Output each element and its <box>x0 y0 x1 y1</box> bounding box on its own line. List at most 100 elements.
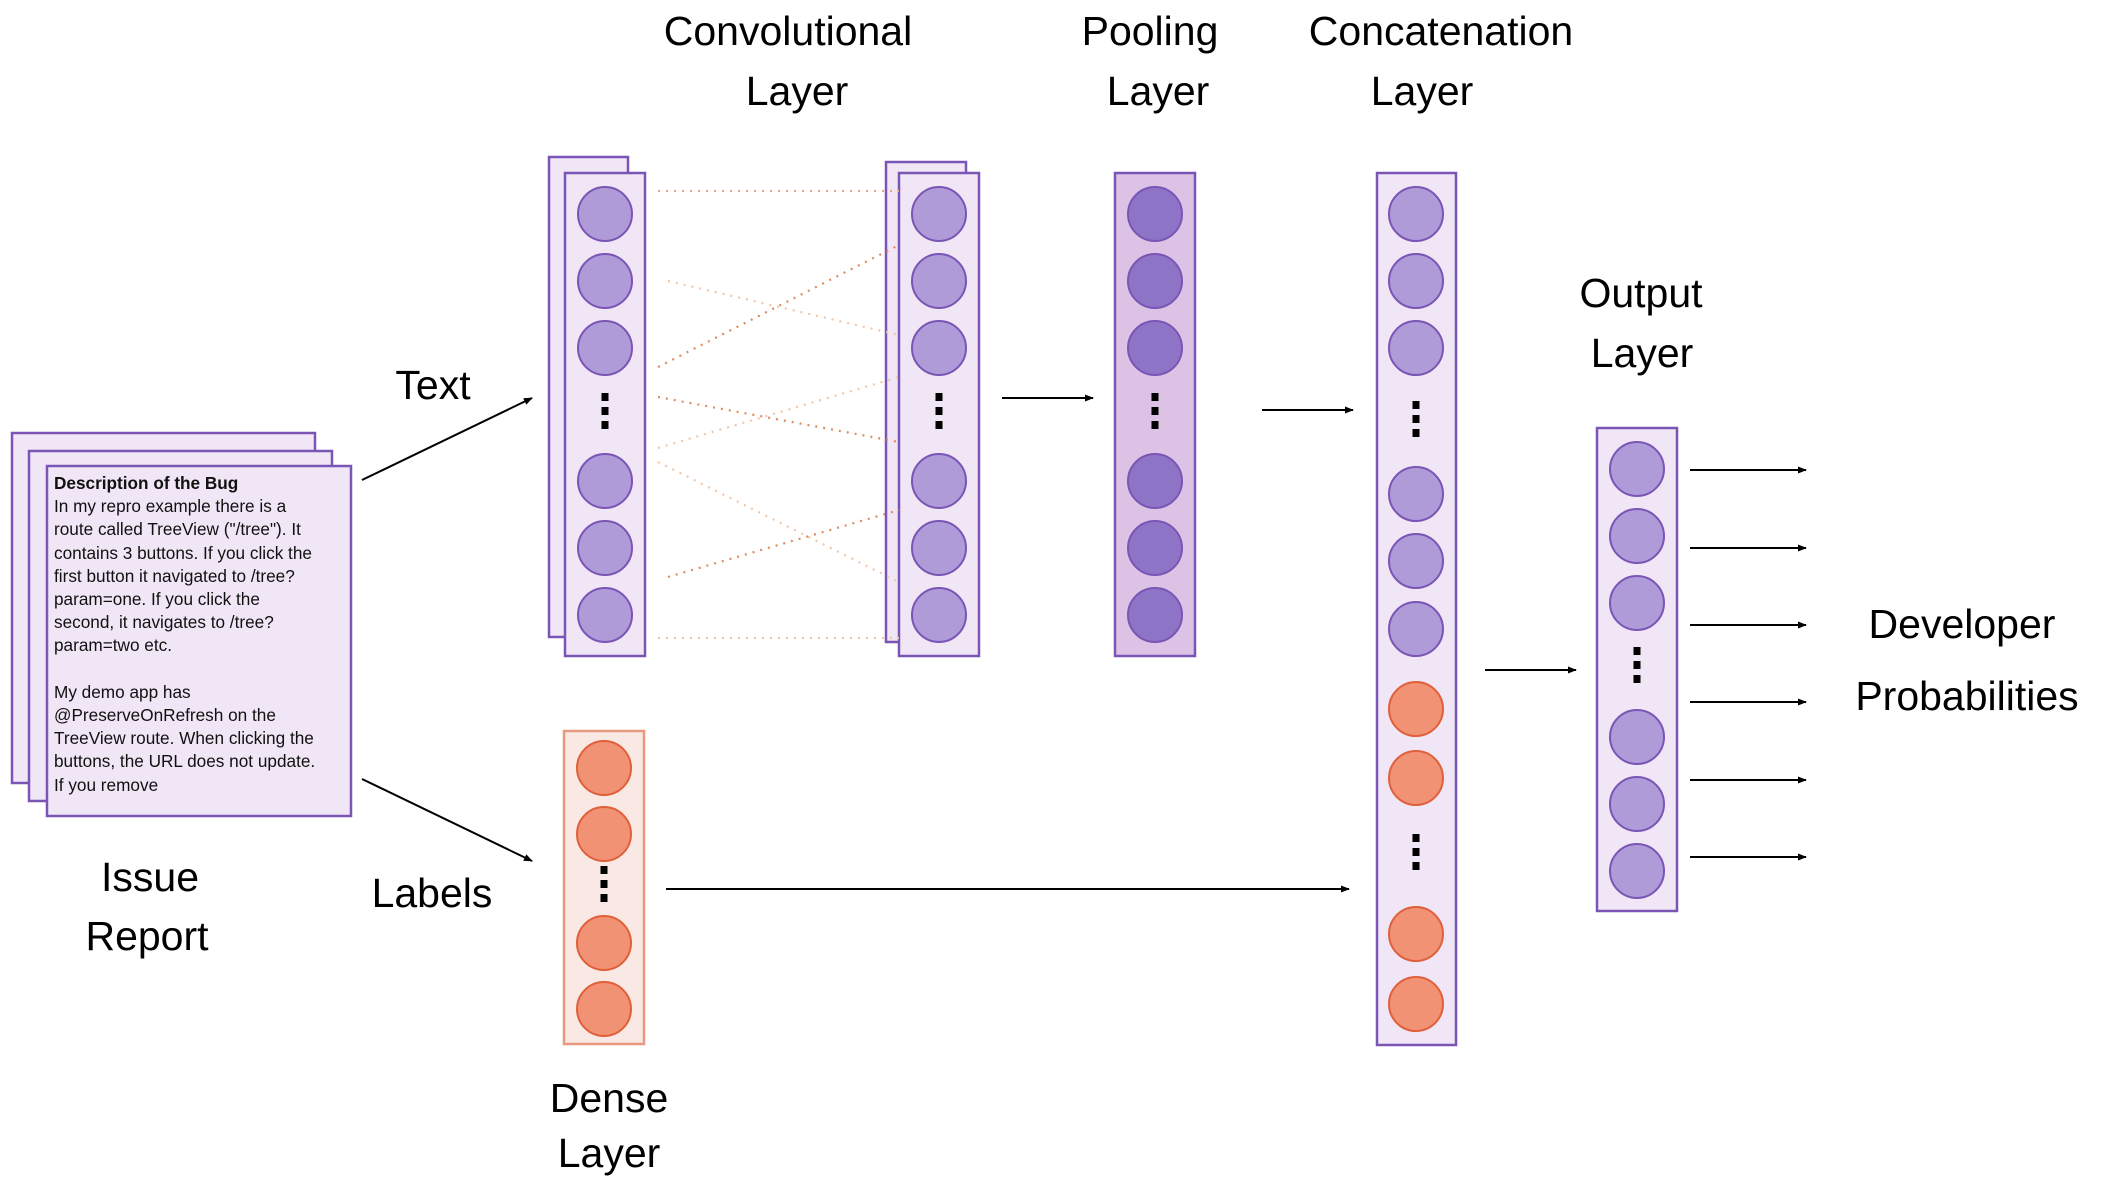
pooling-neuron <box>1127 320 1183 376</box>
conv-input-neuron <box>577 453 633 509</box>
conv-feature-neuron <box>911 453 967 509</box>
conv-input-neuron <box>577 186 633 242</box>
ellipsis-dot <box>601 421 609 429</box>
output-layer-title-line1: Output <box>1579 270 1703 316</box>
issue-report-line: route called TreeView ("/tree"). It <box>54 519 301 540</box>
conv-layer-title-line1: Convolutional <box>664 8 912 54</box>
conv-input-stack <box>547 155 647 658</box>
conv-connection <box>657 395 900 444</box>
ellipsis-dot <box>1633 647 1641 655</box>
ellipsis-dot <box>1412 834 1420 842</box>
text-input-label: Text <box>395 362 471 408</box>
ellipsis-dot <box>1412 401 1420 409</box>
issue-report-line: param=one. If you click the <box>54 589 260 610</box>
issue-report-line: second, it navigates to /tree? <box>54 612 274 633</box>
concat-text-ellipsis <box>1412 401 1420 437</box>
conv-input-ellipsis <box>601 393 609 429</box>
concat-label-neuron <box>1388 906 1444 962</box>
concat-text-neuron <box>1388 186 1444 242</box>
ellipsis-dot <box>1151 421 1159 429</box>
output-layer <box>1595 426 1679 913</box>
pool-layer-title-line1: Pooling <box>1082 8 1219 54</box>
output-neuron <box>1609 575 1665 631</box>
issue-page-front <box>45 464 353 818</box>
pooling-neuron <box>1127 520 1183 576</box>
ellipsis-dot <box>935 407 943 415</box>
conv-connection <box>657 375 900 450</box>
dense-neuron <box>576 740 632 796</box>
dense-layer-title-line2: Layer <box>558 1130 661 1176</box>
issue-report-title-line2: Report <box>85 913 209 959</box>
output-result-title-line1: Developer <box>1869 601 2056 647</box>
dense-layer-title-line1: Dense <box>550 1075 669 1121</box>
conv-layer-title-line2: Layer <box>746 68 849 114</box>
conv-feature-neuron <box>911 186 967 242</box>
conv-feature-neuron <box>911 520 967 576</box>
output-result-title-line2: Probabilities <box>1855 673 2078 719</box>
flow-arrows <box>361 394 1807 893</box>
issue-report-line: buttons, the URL does not update. <box>54 751 316 772</box>
conv-input-neuron <box>577 520 633 576</box>
ellipsis-dot <box>601 407 609 415</box>
ellipsis-dot <box>1151 407 1159 415</box>
dense-neuron <box>576 806 632 862</box>
concat-text-neuron <box>1388 253 1444 309</box>
issue-report-line: param=two etc. <box>54 635 172 656</box>
conv-connection <box>657 244 900 368</box>
labels-input-arrow <box>361 778 533 862</box>
concat-layer-title-line1: Concatenation <box>1309 8 1573 54</box>
text-input-arrow <box>361 397 533 481</box>
dense-neuron <box>576 981 632 1037</box>
pooling-ellipsis <box>1151 393 1159 429</box>
conv-feature-neuron <box>911 253 967 309</box>
concat-text-neuron <box>1388 601 1444 657</box>
ellipsis-dot <box>600 894 608 902</box>
output-neuron <box>1609 709 1665 765</box>
conv-input-neuron <box>577 320 633 376</box>
concat-layer-title-line2: Layer <box>1371 68 1474 114</box>
conv-connection <box>667 508 900 579</box>
output-layer-title-line2: Layer <box>1591 330 1694 376</box>
issue-report-line: TreeView route. When clicking the <box>54 728 314 749</box>
ellipsis-dot <box>935 393 943 401</box>
concat-text-neuron <box>1388 320 1444 376</box>
ellipsis-dot <box>601 393 609 401</box>
pooling-neuron <box>1127 253 1183 309</box>
conv-input-neuron <box>577 587 633 643</box>
ellipsis-dot <box>1633 661 1641 669</box>
convolution-connections <box>657 189 900 640</box>
conv-feature-neuron <box>911 320 967 376</box>
labels-input-label: Labels <box>372 870 493 916</box>
ellipsis-dot <box>1633 675 1641 683</box>
conv-input-neuron <box>577 253 633 309</box>
pool-layer-title-line2: Layer <box>1107 68 1210 114</box>
output-neuron <box>1609 441 1665 497</box>
concat-label-ellipsis <box>1412 834 1420 870</box>
issue-report-heading: Description of the Bug <box>54 473 239 493</box>
output-neuron <box>1609 843 1665 899</box>
concat-text-neuron <box>1388 466 1444 522</box>
output-ellipsis <box>1633 647 1641 683</box>
pooling-neuron <box>1127 453 1183 509</box>
concatenation-layer <box>1375 171 1458 1047</box>
ellipsis-dot <box>1412 862 1420 870</box>
issue-report-line: @PreserveOnRefresh on the <box>54 705 276 726</box>
issue-report-line: In my repro example there is a <box>54 496 287 517</box>
ellipsis-dot <box>600 866 608 874</box>
ellipsis-dot <box>600 880 608 888</box>
issue-report-line: My demo app has <box>54 681 191 702</box>
output-neuron <box>1609 508 1665 564</box>
ellipsis-dot <box>1412 429 1420 437</box>
issue-report-blank-line <box>54 658 354 681</box>
concat-text-neuron <box>1388 533 1444 589</box>
layer-labels: Convolutional Layer Pooling Layer Concat… <box>85 8 2078 1176</box>
issue-report-stack <box>10 431 353 818</box>
ellipsis-dot <box>1412 848 1420 856</box>
conv-connection <box>667 279 900 337</box>
dense-ellipsis <box>600 866 608 902</box>
concat-label-neuron <box>1388 750 1444 806</box>
conv-feature-ellipsis <box>935 393 943 429</box>
